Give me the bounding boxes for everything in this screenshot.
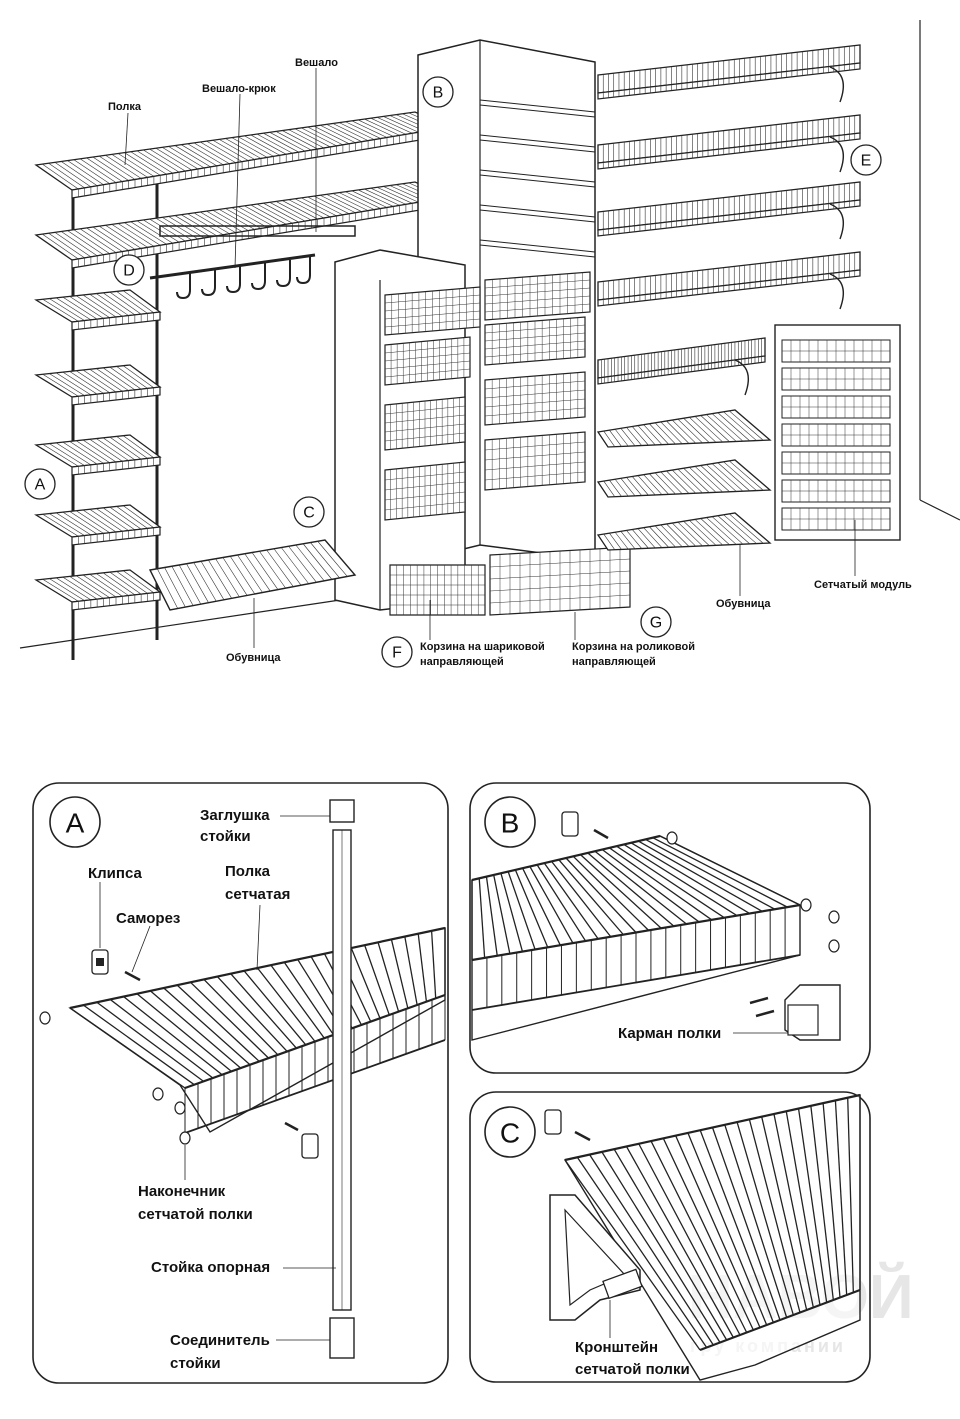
label-nakonechnik-2: сетчатой полки: [138, 1206, 253, 1223]
label-korzina-shar-1: Корзина на шариковой: [420, 641, 545, 653]
post-connector: [329, 1317, 355, 1359]
label-veshalo: Вешало: [295, 57, 338, 69]
label-zaglushka-2: стойки: [200, 828, 251, 845]
panel-a-mesh-shelf: [68, 926, 446, 1134]
right-shelves: [597, 44, 861, 396]
panel-c-mesh-shelf: [563, 1093, 861, 1381]
label-polka-2: сетчатая: [225, 886, 290, 903]
end-cap-icons: [39, 1011, 191, 1145]
svg-text:D: D: [123, 263, 135, 280]
hanging-rail: [149, 225, 356, 300]
clip-icon-b: [561, 811, 609, 840]
right-shoe-racks: [596, 409, 772, 551]
label-zaglushka-1: Заглушка: [200, 807, 270, 824]
wall-floor-line: [919, 499, 960, 521]
svg-text:C: C: [303, 505, 315, 522]
marker-e: E: [850, 144, 882, 176]
label-korzina-shar-2: направляющей: [420, 656, 504, 668]
label-nakonechnik-1: Наконечник: [138, 1183, 226, 1200]
left-short-shelves: [34, 289, 162, 611]
label-soedinitel-1: Соединитель: [170, 1332, 270, 1349]
label-klipsa: Клипса: [88, 865, 142, 882]
svg-text:E: E: [861, 153, 872, 170]
overview-diagram: Полка Вешало-крюк Вешало Обувница Обувни…: [19, 20, 960, 668]
label-polka: Полка: [108, 101, 142, 113]
label-korzina-rol-1: Корзина на роликовой: [572, 641, 695, 653]
marker-d: D: [113, 254, 145, 286]
marker-b: B: [422, 76, 454, 108]
bracket-icon: [284, 1121, 319, 1159]
marker-g: G: [640, 606, 672, 638]
label-korzina-rol-2: направляющей: [572, 656, 656, 668]
label-polka-1: Полка: [225, 863, 271, 880]
mesh-module: [774, 324, 901, 541]
panel-c: C НАВОЙ гру компании Кронштейн сетчатой …: [469, 1091, 914, 1383]
label-obuvnica-right: Обувница: [716, 598, 771, 610]
marker-f: F: [381, 636, 413, 668]
label-karman: Карман полки: [618, 1025, 721, 1042]
panel-a-letter: A: [66, 808, 85, 839]
shelf-bracket-icon: [549, 1194, 643, 1321]
label-samorez: Саморез: [116, 910, 180, 927]
panel-b-letter: B: [501, 808, 520, 839]
cabinet-baskets: [384, 271, 631, 616]
marker-a: A: [24, 468, 56, 500]
post-cap: [329, 799, 355, 823]
hooks: [176, 257, 311, 300]
label-veshalo-kryuk: Вешало-крюк: [202, 83, 276, 95]
left-shoe-rack: [148, 539, 357, 611]
panel-c-letter: C: [500, 1118, 520, 1149]
clip-icon: [91, 949, 109, 975]
left-long-shelves: [34, 111, 453, 269]
clip-icon-c: [544, 1109, 591, 1142]
panel-b-mesh-shelf: [471, 834, 801, 1041]
svg-text:F: F: [392, 645, 402, 662]
label-kronshtein-2: сетчатой полки: [575, 1361, 690, 1378]
panel-a: A: [32, 782, 449, 1384]
label-kronshtein-1: Кронштейн: [575, 1339, 658, 1356]
panel-a-post: [329, 799, 355, 1359]
label-obuvnica-left: Обувница: [226, 652, 281, 664]
screw-icon: [124, 970, 141, 982]
svg-text:G: G: [650, 615, 662, 632]
label-soedinitel-2: стойки: [170, 1355, 221, 1372]
label-stoyka: Стойка опорная: [151, 1259, 270, 1276]
overview-leaders: [124, 68, 856, 648]
svg-text:A: A: [35, 477, 46, 494]
label-setchaty-modul: Сетчатый модуль: [814, 579, 912, 591]
panel-b: B Карман полки: [469, 782, 871, 1074]
marker-c: C: [293, 496, 325, 528]
watermark-line-1: НАВОЙ: [688, 1262, 914, 1332]
shelf-pocket-icon: [749, 984, 841, 1041]
svg-text:B: B: [433, 85, 444, 102]
end-cap-icons-b: [666, 831, 840, 953]
watermark-line-2: гру компании: [690, 1336, 846, 1356]
